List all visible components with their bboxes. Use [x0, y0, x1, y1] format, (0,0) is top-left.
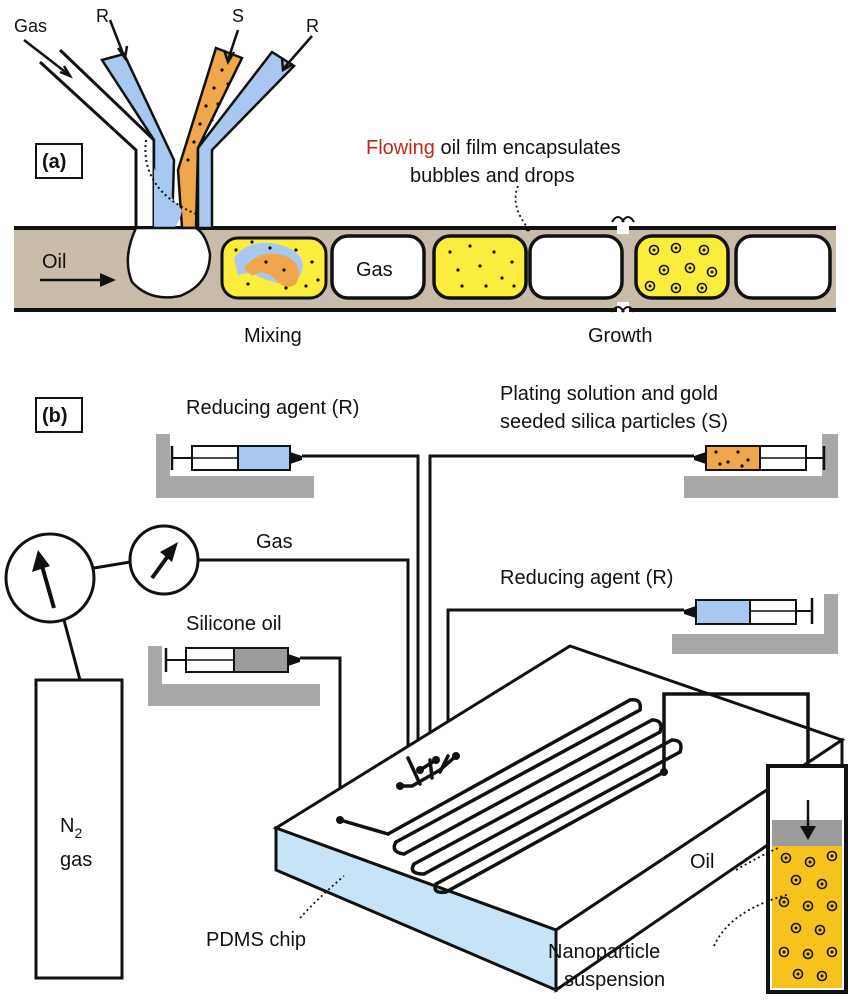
inlet-gas-tube: [38, 48, 156, 228]
label-gas-bubble: Gas: [356, 259, 393, 281]
channel-break-marks: [611, 210, 635, 324]
note-leader-line: [514, 185, 529, 229]
growth-particles: [644, 242, 718, 294]
label-panel-b: (b): [42, 405, 68, 427]
growth-particle-cores: [648, 246, 714, 290]
label-n2: N2: [60, 815, 82, 841]
label-panel-a: (a): [42, 151, 66, 173]
n2-gas-cylinder: [34, 678, 124, 980]
label-inlet-gas: Gas: [14, 16, 47, 36]
label-oil-channel: Oil: [42, 251, 66, 273]
tubing-lines: [198, 454, 694, 820]
chip-ports: [336, 752, 668, 824]
pressure-gauge-large: [4, 532, 96, 624]
inlet-interface-dotted: [144, 139, 197, 215]
note-highlight: Flowing: [366, 137, 435, 159]
label-mixing: Mixing: [244, 325, 302, 347]
label-reducing-agent-right: Reducing agent (R): [500, 567, 673, 589]
drop-growth: [634, 234, 730, 300]
label-gas-line: Gas: [256, 531, 293, 553]
label-nanoparticle-line-2: suspension: [564, 969, 665, 991]
seed-particles-inlet: [186, 68, 230, 162]
syringe-pump-oil: [148, 646, 320, 706]
label-n2-subscript: 2: [74, 825, 82, 841]
label-growth: Growth: [588, 325, 652, 347]
bubble-gas: [330, 234, 426, 300]
chip-serpentine-channel: [338, 692, 810, 895]
mixing-particles: [234, 240, 320, 290]
syringe-pump-reducer-left: [156, 434, 314, 498]
label-silicone-oil: Silicone oil: [186, 613, 282, 635]
note-leader-dot: [525, 226, 531, 232]
collection-vial: [766, 764, 848, 994]
panel-a: [14, 19, 836, 324]
label-plating-line-2: seeded silica particles (S): [500, 411, 728, 433]
bubble-empty-1: [528, 234, 624, 300]
label-nanoparticle-line-1: Nanoparticle: [548, 941, 660, 963]
label-plating-line-1: Plating solution and gold: [500, 383, 718, 405]
label-inlet-r-left: R: [96, 6, 109, 26]
bubble-empty-2: [734, 234, 832, 300]
note-line-1: Flowing oil film encapsulates: [366, 137, 621, 159]
syringe-pump-seed: [684, 434, 838, 498]
forming-bubble: [126, 226, 212, 299]
panel-b: [4, 397, 848, 994]
label-n2-symbol: N: [60, 815, 74, 837]
vial-particle-cores: [782, 854, 834, 978]
syringe-pump-reducer-right: [672, 594, 838, 654]
panel-a-box: [35, 143, 83, 179]
mixing-swirl-orange: [244, 253, 299, 287]
pressure-gauge-small: [128, 524, 200, 596]
note-line-1-rest: oil film encapsulates: [435, 137, 621, 159]
label-inlet-s: S: [232, 6, 244, 26]
inlet-arrows: [23, 19, 313, 79]
label-n2-gas: gas: [60, 849, 92, 871]
inlet-mix-region: [154, 168, 182, 228]
label-vial-oil: Oil: [690, 851, 714, 873]
reacting-particles: [448, 244, 516, 288]
note-line-2: bubbles and drops: [410, 165, 575, 187]
gauge-link-line: [93, 560, 131, 570]
cylinder-hose: [62, 619, 82, 681]
label-reducing-agent-left: Reducing agent (R): [186, 397, 359, 419]
oil-flow-arrow: [40, 273, 116, 287]
vial-particles: [778, 850, 838, 982]
label-inlet-r-right: R: [306, 16, 319, 36]
leader-lines-b: [299, 847, 791, 947]
label-pdms-chip: PDMS chip: [206, 929, 306, 951]
panel-b-box: [35, 397, 83, 433]
